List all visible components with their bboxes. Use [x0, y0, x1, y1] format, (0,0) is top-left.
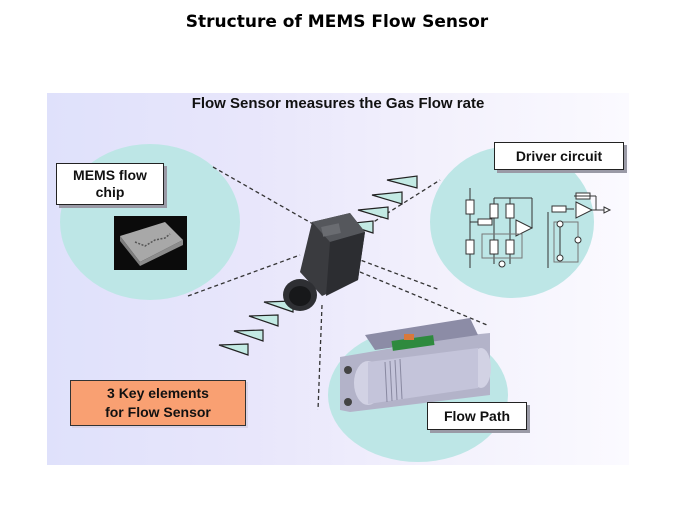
flow-arrows-top: [344, 175, 418, 234]
panel-title: Flow Sensor measures the Gas Flow rate: [191, 95, 485, 112]
flow-triangle-icon: [233, 329, 264, 342]
key-elements-box: 3 Key elements for Flow Sensor: [70, 380, 246, 426]
flow-path-label: Flow Path: [427, 402, 527, 430]
flow-triangle-icon: [386, 175, 418, 189]
connector-lines: [187, 166, 488, 411]
circuit-schematic: [465, 188, 612, 268]
flow-triangle-icon: [371, 191, 403, 205]
flow-triangle-icon: [357, 206, 389, 220]
key-elements-line1: 3 Key elements: [107, 385, 209, 401]
flow-sensor-device-image: [283, 213, 365, 311]
mems-chip-label-line1: MEMS flow: [73, 167, 147, 183]
connector-flowpath-left: [317, 304, 323, 411]
driver-circuit-ellipse: [430, 146, 594, 298]
connector-flowpath-right: [359, 271, 488, 326]
flow-triangle-icon: [248, 314, 279, 327]
connector-driver-bottom: [354, 257, 441, 291]
connector-driver-top: [344, 179, 441, 241]
mems-chip-photo: [114, 216, 187, 270]
slide-title: Structure of MEMS Flow Sensor: [185, 12, 489, 32]
mems-chip-label-line2: chip: [95, 184, 125, 200]
connector-chip-bottom: [187, 254, 301, 297]
flow-triangle-icon: [218, 343, 249, 356]
key-elements-line2: for Flow Sensor: [105, 404, 211, 420]
mems-chip-label: MEMS flow chip: [56, 163, 164, 205]
flow-path-cutaway: [340, 318, 491, 412]
flow-arrows-bottom: [218, 300, 294, 356]
driver-circuit-label-text: Driver circuit: [515, 148, 603, 164]
flow-path-label-text: Flow Path: [443, 408, 511, 424]
driver-circuit-label: Driver circuit: [494, 142, 624, 170]
